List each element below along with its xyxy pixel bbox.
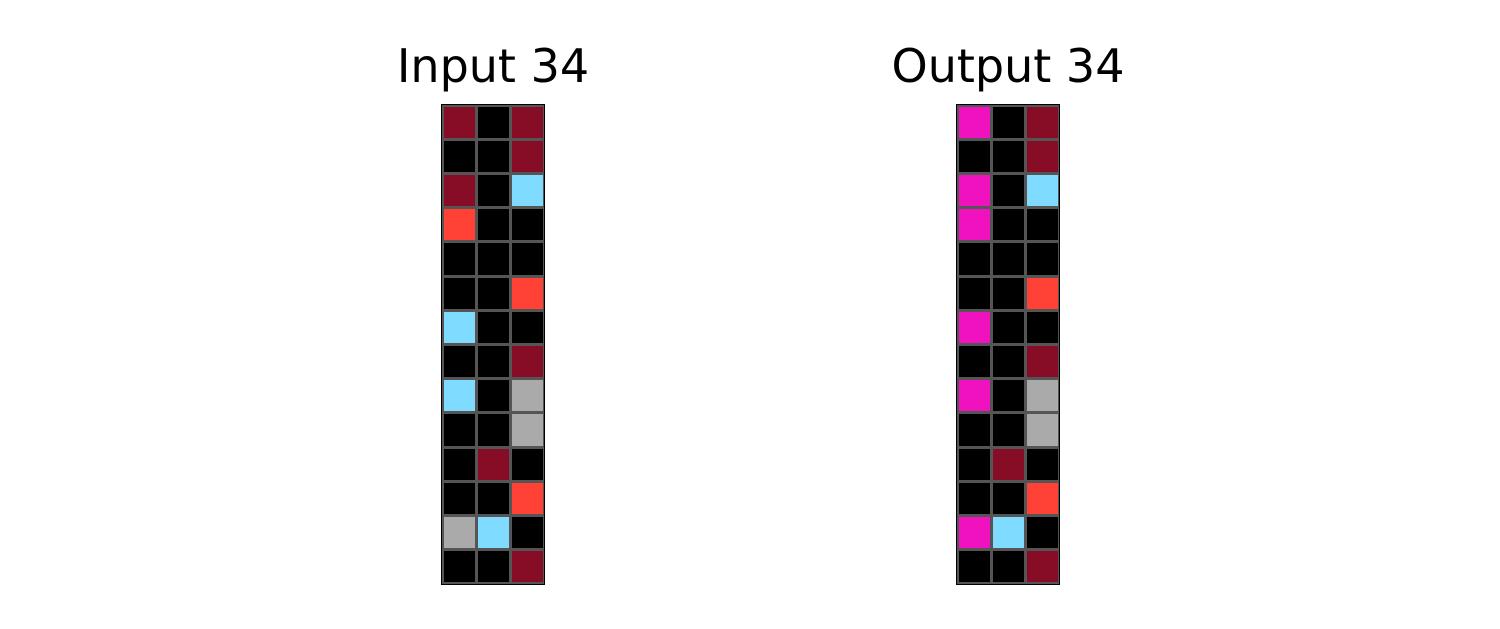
output-grid: [956, 104, 1060, 585]
grid-cell: [958, 174, 990, 207]
grid-cell: [443, 209, 475, 241]
grid-cell: [992, 174, 1024, 207]
grid-cell: [1026, 209, 1058, 241]
grid-cell: [992, 517, 1024, 549]
grid-cell: [511, 345, 543, 378]
grid-cell: [992, 380, 1024, 412]
grid-cell: [992, 209, 1024, 241]
grid-cell: [1026, 345, 1058, 378]
grid-cell: [992, 448, 1024, 480]
grid-cell: [443, 174, 475, 207]
grid-cell: [1026, 311, 1058, 343]
grid-cell: [477, 517, 509, 549]
grid-cell: [992, 140, 1024, 172]
grid-cell: [443, 140, 475, 172]
grid-cell: [511, 106, 543, 138]
grid-cell: [511, 209, 543, 241]
grid-cell: [443, 551, 475, 583]
grid-cell: [477, 277, 509, 309]
grid-cell: [477, 380, 509, 412]
grid-cell: [477, 311, 509, 343]
grid-cell: [477, 345, 509, 378]
grid-cell: [443, 311, 475, 343]
grid-cell: [958, 311, 990, 343]
grid-cell: [958, 414, 990, 446]
grid-cell: [1026, 517, 1058, 549]
grid-cell: [958, 482, 990, 515]
grid-cell: [511, 482, 543, 515]
grid-cell: [992, 345, 1024, 378]
grid-cell: [992, 414, 1024, 446]
grid-cell: [958, 380, 990, 412]
grid-cell: [958, 517, 990, 549]
grid-cell: [1026, 551, 1058, 583]
grid-cell: [958, 345, 990, 378]
grid-cell: [1026, 414, 1058, 446]
grid-cell: [958, 448, 990, 480]
grid-cell: [477, 106, 509, 138]
grid-cell: [443, 448, 475, 480]
grid-cell: [477, 174, 509, 207]
grid-cell: [511, 448, 543, 480]
grid-cell: [1026, 380, 1058, 412]
grid-cell: [992, 551, 1024, 583]
grid-cell: [511, 174, 543, 207]
grid-cell: [958, 140, 990, 172]
grid-cell: [1026, 277, 1058, 309]
grid-cell: [958, 551, 990, 583]
grid-cell: [443, 414, 475, 446]
grid-cell: [1026, 174, 1058, 207]
grid-cell: [511, 380, 543, 412]
grid-cell: [992, 277, 1024, 309]
grid-cell: [1026, 243, 1058, 275]
grid-cell: [992, 311, 1024, 343]
grid-cell: [958, 243, 990, 275]
grid-cell: [477, 140, 509, 172]
grid-cell: [992, 243, 1024, 275]
grid-cell: [477, 551, 509, 583]
grid-cell: [958, 106, 990, 138]
grid-cell: [1026, 140, 1058, 172]
grid-cell: [443, 277, 475, 309]
grid-cell: [443, 345, 475, 378]
grid-cell: [443, 482, 475, 515]
grid-cell: [443, 106, 475, 138]
grid-cell: [511, 243, 543, 275]
grid-cell: [443, 517, 475, 549]
grid-cell: [477, 243, 509, 275]
input-title: Input 34: [396, 39, 590, 93]
grid-cell: [511, 277, 543, 309]
grid-cell: [1026, 448, 1058, 480]
grid-cell: [992, 106, 1024, 138]
grid-cell: [477, 414, 509, 446]
grid-cell: [1026, 106, 1058, 138]
grid-cell: [477, 209, 509, 241]
grid-cell: [958, 209, 990, 241]
grid-cell: [443, 243, 475, 275]
grid-cell: [1026, 482, 1058, 515]
output-title: Output 34: [891, 39, 1125, 93]
grid-cell: [443, 380, 475, 412]
grid-cell: [511, 140, 543, 172]
grid-cell: [511, 517, 543, 549]
grid-cell: [477, 448, 509, 480]
input-grid: [441, 104, 545, 585]
grid-cell: [511, 414, 543, 446]
grid-cell: [511, 551, 543, 583]
grid-cell: [958, 277, 990, 309]
grid-cell: [477, 482, 509, 515]
grid-cell: [992, 482, 1024, 515]
grid-cell: [511, 311, 543, 343]
